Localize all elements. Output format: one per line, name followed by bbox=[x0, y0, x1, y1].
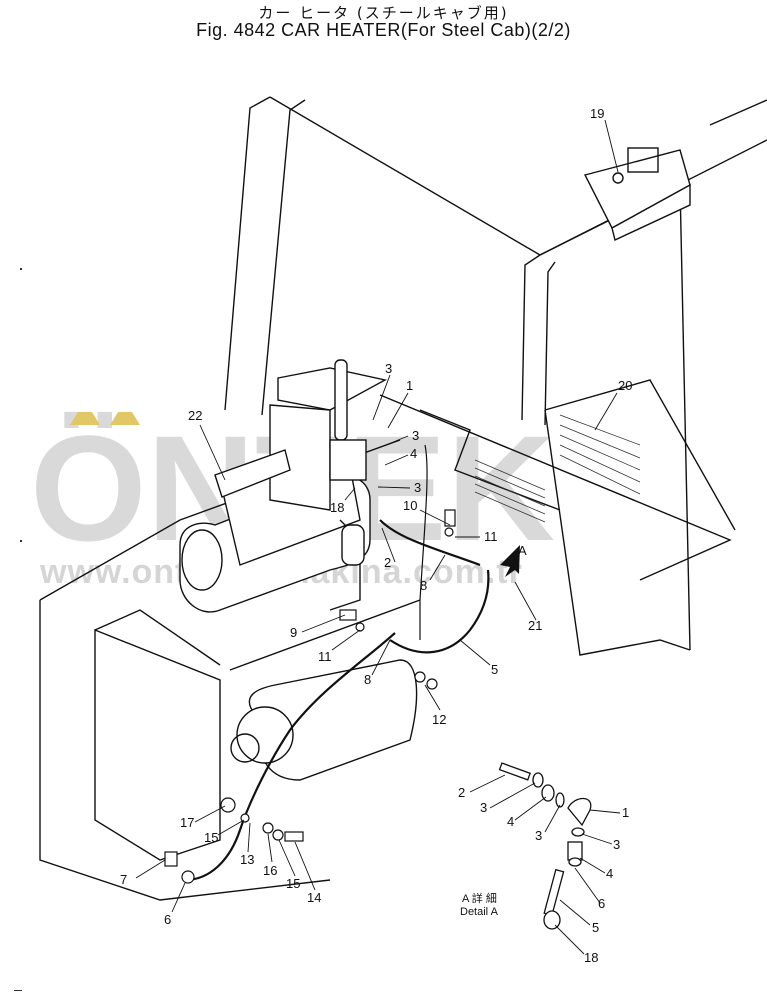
arrow-a: A bbox=[500, 543, 527, 577]
callout-3: 3 bbox=[535, 828, 542, 843]
callout-3: 3 bbox=[613, 837, 620, 852]
callout-16: 16 bbox=[263, 863, 277, 878]
callout-15: 15 bbox=[204, 830, 218, 845]
callout-6: 6 bbox=[164, 912, 171, 927]
callout-11: 11 bbox=[484, 529, 498, 544]
detail-a-parts bbox=[498, 762, 592, 930]
heater-hoses bbox=[184, 444, 490, 882]
leader-lines bbox=[135, 119, 621, 955]
figure-title-japanese: カー ヒータ (スチールキャブ用) bbox=[258, 4, 509, 22]
registration-mark bbox=[20, 268, 22, 270]
detail-a-label-en: Detail A bbox=[460, 906, 499, 918]
callout-22: 22 bbox=[188, 408, 202, 423]
callout-15: 15 bbox=[286, 876, 300, 891]
callout-3: 3 bbox=[385, 361, 392, 376]
callout-10: 10 bbox=[403, 498, 417, 513]
callout-12: 12 bbox=[432, 712, 446, 727]
callout-3: 3 bbox=[480, 800, 487, 815]
registration-mark bbox=[20, 540, 22, 542]
detail-a-label-jp: A 詳 細 bbox=[462, 891, 497, 905]
callout-1: 1 bbox=[406, 378, 413, 393]
callout-6: 6 bbox=[598, 896, 605, 911]
watermark-accent-left bbox=[70, 412, 100, 425]
callout-8: 8 bbox=[364, 672, 371, 687]
callout-11: 11 bbox=[318, 649, 332, 664]
callout-20: 20 bbox=[618, 378, 632, 393]
defroster-box bbox=[583, 147, 691, 241]
floor-grille bbox=[474, 414, 641, 523]
callout-19: 19 bbox=[590, 106, 604, 121]
callout-4: 4 bbox=[507, 814, 514, 829]
callout-8: 8 bbox=[420, 578, 427, 593]
callout-13: 13 bbox=[240, 852, 254, 867]
hose-fittings bbox=[164, 509, 456, 884]
callout-4: 4 bbox=[410, 446, 417, 461]
arrow-a-label: A bbox=[518, 543, 527, 558]
callout-3: 3 bbox=[414, 480, 421, 495]
watermark-accent-right bbox=[110, 412, 140, 425]
callout-2: 2 bbox=[458, 785, 465, 800]
callout-3: 3 bbox=[412, 428, 419, 443]
callout-1: 1 bbox=[622, 805, 629, 820]
registration-mark bbox=[14, 990, 22, 991]
callout-5: 5 bbox=[491, 662, 498, 677]
callout-2: 2 bbox=[384, 555, 391, 570]
callout-numbers: 19 3 1 3 4 3 22 10 18 11 2 20 21 9 11 5 … bbox=[120, 106, 632, 965]
callout-17: 17 bbox=[180, 815, 194, 830]
callout-21: 21 bbox=[528, 618, 542, 633]
callout-18: 18 bbox=[584, 950, 598, 965]
callout-5: 5 bbox=[592, 920, 599, 935]
figure-title-english: Fig. 4842 CAR HEATER(For Steel Cab)(2/2) bbox=[196, 20, 571, 40]
callout-9: 9 bbox=[290, 625, 297, 640]
heater-unit bbox=[214, 359, 387, 511]
callout-18: 18 bbox=[330, 500, 344, 515]
callout-14: 14 bbox=[307, 890, 321, 905]
callout-7: 7 bbox=[120, 872, 127, 887]
callout-4: 4 bbox=[606, 866, 613, 881]
